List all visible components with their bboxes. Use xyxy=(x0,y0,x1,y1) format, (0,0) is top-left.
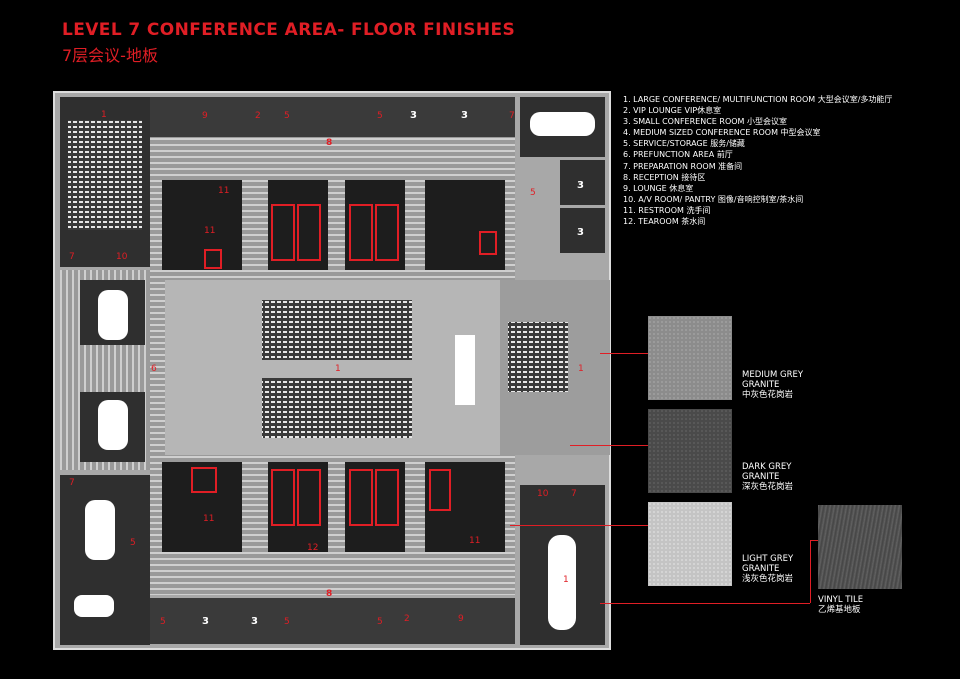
room-label-11-bl: 11 xyxy=(203,514,215,524)
swatch-vinyl-tile xyxy=(818,505,902,589)
legend-item: 1. LARGE CONFERENCE/ MULTIFUNCTION ROOM … xyxy=(623,95,893,104)
room-label-4-bl: 4 xyxy=(95,532,102,543)
room-label-10-br: 10 xyxy=(537,489,549,499)
room-label-5-bottom3: 5 xyxy=(377,617,383,627)
tables xyxy=(74,112,595,630)
room-label-3-r2: 3 xyxy=(577,227,584,238)
legend-item: 7. PREPARATION ROOM 准备间 xyxy=(623,161,743,171)
room-label-4-tr: 4 xyxy=(561,122,568,133)
connector-line xyxy=(570,445,648,446)
seating-tl xyxy=(68,120,142,230)
connector-line xyxy=(600,603,810,604)
hall-stage xyxy=(455,335,475,405)
room-block-bottom xyxy=(150,598,515,644)
core-blocks xyxy=(162,180,505,552)
room-label-7-left: 7 xyxy=(69,252,75,262)
room-label-12: 12 xyxy=(307,543,319,553)
room-label-6: 6 xyxy=(151,364,157,374)
room-label-9-bottom: 9 xyxy=(458,614,464,624)
room-label-10-left: 10 xyxy=(116,252,128,262)
room-label-3-r1: 3 xyxy=(577,180,584,191)
room-label-11-br: 11 xyxy=(469,536,481,546)
material-label-dark-grey: DARK GREY GRANITE 深灰色花岗岩 xyxy=(742,462,794,492)
room-block-top xyxy=(150,97,515,137)
room-label-3-top: 3 xyxy=(410,110,417,121)
legend-item: 11. RESTROOM 洗手间 xyxy=(623,205,711,215)
room-label-1-br: 1 xyxy=(563,575,569,585)
swatch-light-grey-granite xyxy=(648,502,732,586)
room-label-2: 2 xyxy=(255,111,261,121)
connector-line xyxy=(810,540,818,541)
room-label-8-bottom: 8 xyxy=(326,589,333,599)
room-label-4-l1: 4 xyxy=(113,309,120,320)
room-block-r2 xyxy=(560,208,605,253)
room-label-3-bottom2: 3 xyxy=(251,616,258,627)
room-legend: 1. LARGE CONFERENCE/ MULTIFUNCTION ROOM … xyxy=(623,94,892,227)
material-label-vinyl-tile: VINYL TILE 乙烯基地板 xyxy=(818,595,864,615)
page-title: LEVEL 7 CONFERENCE AREA- FLOOR FINISHES xyxy=(62,20,516,40)
room-label-5-top: 5 xyxy=(284,111,290,121)
material-label-light-grey: LIGHT GREY GRANITE 浅灰色花岗岩 xyxy=(742,554,794,584)
legend-item: 4. MEDIUM SIZED CONFERENCE ROOM 中型会议室 xyxy=(623,128,821,138)
room-label-4-bottom: 4 xyxy=(102,603,109,614)
right-hall-seats xyxy=(508,322,568,392)
connector-line xyxy=(510,525,648,526)
legend-item: 9. LOUNGE 休息室 xyxy=(623,183,694,193)
legend-item: 8. RECEPTION 接待区 xyxy=(623,172,706,182)
room-block-r1 xyxy=(560,160,605,205)
legend-item: 3. SMALL CONFERENCE ROOM 小型会议室 xyxy=(623,117,787,127)
legend-item: 5. SERVICE/STORAGE 服务/储藏 xyxy=(623,139,745,149)
room-label-2-bottom: 2 xyxy=(404,614,410,624)
room-label-7-bl: 7 xyxy=(69,478,75,488)
connector-line xyxy=(600,353,648,354)
room-label-7-br: 7 xyxy=(571,489,577,499)
room-label-5-top2: 5 xyxy=(377,111,383,121)
hall-seats-2 xyxy=(262,378,412,438)
room-label-3-bottom: 3 xyxy=(202,616,209,627)
swatch-medium-grey-granite xyxy=(648,316,732,400)
room-label-8-top: 8 xyxy=(326,138,333,148)
room-label-3-top2: 3 xyxy=(461,110,468,121)
page-subtitle: 7层会议-地板 xyxy=(62,46,158,65)
connector-line xyxy=(810,540,811,603)
room-label-11-tl2: 11 xyxy=(204,226,216,236)
material-label-medium-grey: MEDIUM GREY GRANITE 中灰色花岗岩 xyxy=(742,370,804,400)
hall-seats-1 xyxy=(262,300,412,360)
legend-item: 6. PREFUNCTION AREA 前厅 xyxy=(623,150,733,160)
room-label-1-center: 1 xyxy=(335,364,341,374)
room-label-5-bottom: 5 xyxy=(160,617,166,627)
room-label-7: 7 xyxy=(509,111,515,121)
room-label-1-tl: 1 xyxy=(101,110,107,120)
legend-item: 10. A/V ROOM/ PANTRY 图像/音响控制室/茶水间 xyxy=(623,194,804,204)
swatch-dark-grey-granite xyxy=(648,409,732,493)
room-label-4-l2: 4 xyxy=(113,422,120,433)
room-label-5-bottom2: 5 xyxy=(284,617,290,627)
legend-item: 12. TEAROOM 茶水间 xyxy=(623,217,706,227)
room-label-5-bl: 5 xyxy=(130,538,136,548)
room-label-1-right: 1 xyxy=(578,364,584,374)
room-label-11-tl: 11 xyxy=(218,186,230,196)
room-label-9: 9 xyxy=(202,111,208,121)
room-label-5-right: 5 xyxy=(530,188,536,198)
legend-item: 2. VIP LOUNGE VIP休息室 xyxy=(623,106,722,116)
